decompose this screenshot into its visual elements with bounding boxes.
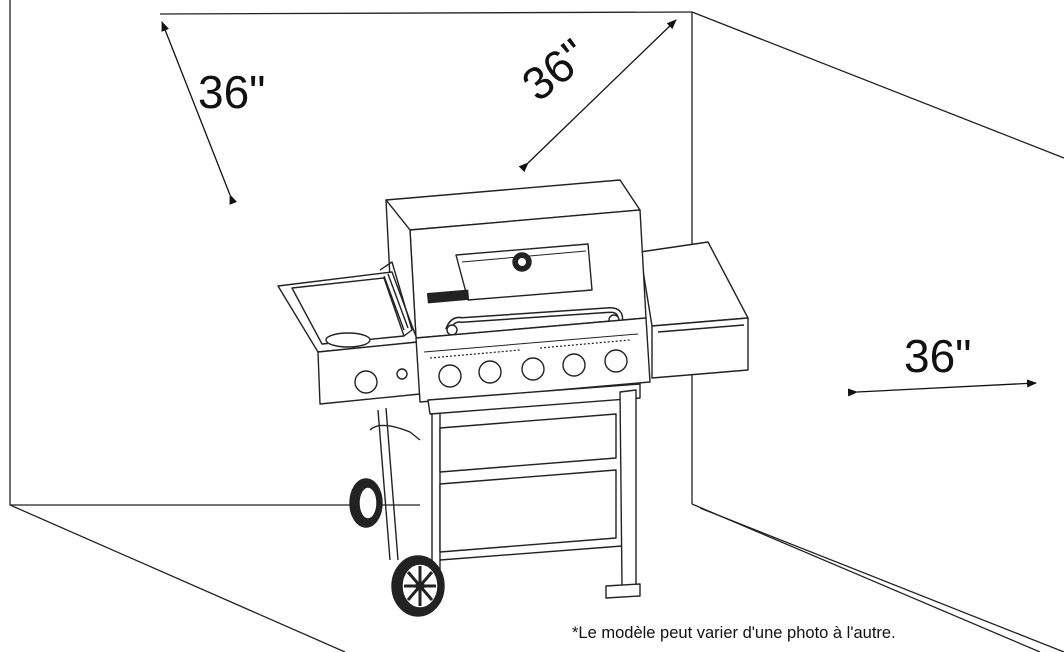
lid-window	[455, 243, 593, 301]
grill-cart	[369, 383, 641, 599]
knob-5	[604, 349, 628, 373]
floor-right-2	[699, 507, 1064, 652]
vent-slots	[429, 339, 631, 359]
grill-lid	[385, 179, 647, 339]
model-disclaimer: *Le modèle peut varier d'une photo à l'a…	[572, 624, 896, 642]
cart-panel-lower	[439, 469, 617, 553]
arrow-back-right	[518, 19, 677, 173]
knob-3	[521, 357, 545, 381]
dimension-arrows	[161, 19, 1037, 397]
burner-knobs	[354, 349, 628, 394]
knob-1	[438, 364, 462, 388]
room-walls	[9, 0, 1064, 652]
control-panel	[354, 317, 651, 403]
grill-wheels	[349, 478, 445, 617]
grill-illustration	[277, 179, 749, 617]
label-right-side: 36"	[904, 330, 972, 382]
left-side-shelf	[277, 261, 421, 405]
floor-right	[691, 503, 1041, 652]
right-side-shelf	[639, 241, 749, 379]
arrow-back-left	[161, 21, 238, 205]
brand-plate	[427, 289, 470, 304]
wall-top-edge	[159, 11, 693, 15]
label-back-right: 36"	[512, 28, 597, 111]
left-wall	[9, 0, 346, 652]
knob-4	[562, 353, 586, 377]
knob-2	[478, 360, 502, 384]
arrow-right-side	[847, 379, 1037, 397]
igniter-button	[396, 368, 408, 380]
side-burner-knob	[354, 370, 378, 394]
cart-panel-upper	[439, 413, 617, 473]
label-back-left: 36"	[198, 66, 266, 118]
right-wall-top	[691, 11, 1064, 159]
